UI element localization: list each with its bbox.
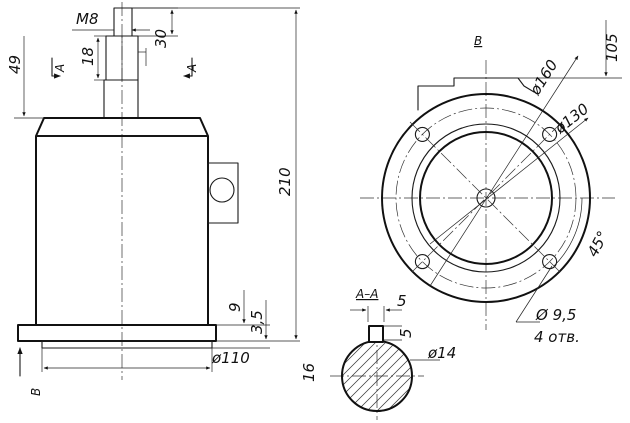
dim-49: 49 — [6, 55, 24, 74]
shaft-top — [113, 7, 133, 37]
dim-dia-110: ø110 — [211, 349, 250, 367]
section-mark-left: A — [53, 64, 67, 73]
dim-dia-130: ø130 — [551, 100, 593, 138]
shaft-diameter: ø14 — [427, 344, 456, 362]
shaft-circle — [476, 188, 496, 208]
terminal-opening — [209, 177, 235, 203]
bolt-hole — [414, 254, 430, 270]
section-view: A–A 5 5 — [330, 287, 456, 420]
dim-16: 16 — [300, 363, 318, 382]
shaft-lower — [103, 79, 139, 119]
flange-spigot — [41, 340, 213, 349]
terminal-box — [207, 162, 239, 224]
flange-outer — [381, 93, 591, 303]
bolt-hole — [414, 126, 430, 142]
key-depth: 5 — [397, 328, 415, 338]
side-view: M8 18 30 A A 49 210 9 — [6, 2, 318, 396]
body-inner — [419, 131, 553, 265]
key-width: 5 — [397, 292, 407, 310]
flange-view-title: B — [474, 34, 482, 48]
bolt-hole — [542, 126, 558, 142]
dim-9: 9 — [226, 302, 244, 312]
section-view-title: A–A — [355, 287, 378, 301]
dim-18: 18 — [79, 47, 97, 66]
body-outer — [411, 123, 561, 273]
mounting-flange — [17, 324, 217, 342]
dim-105: 105 — [603, 33, 621, 62]
bolt-circle — [395, 107, 577, 289]
section-mark-right: A — [185, 64, 199, 73]
flange-view-terminal-box — [417, 77, 535, 111]
bolt-hole — [542, 254, 558, 270]
section-hatching — [342, 341, 412, 411]
dim-30: 30 — [152, 29, 170, 48]
hole-diameter: Ø 9,5 — [535, 306, 576, 324]
hole-count: 4 отв. — [534, 328, 580, 346]
key — [368, 325, 384, 343]
view-mark-label: B — [29, 388, 43, 396]
angle-45: 45° — [584, 228, 612, 260]
dim-210: 210 — [276, 167, 294, 196]
dim-3-5: 3,5 — [248, 310, 266, 334]
thread-label: M8 — [76, 10, 99, 28]
